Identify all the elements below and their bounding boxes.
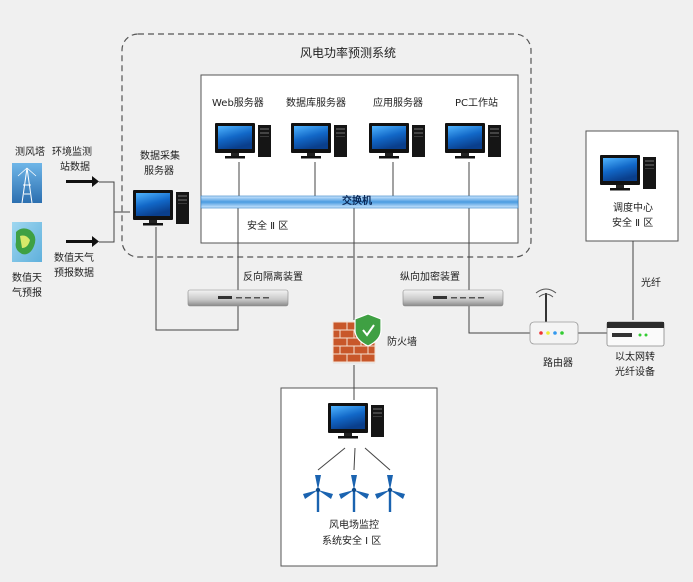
firewall-icon [332,313,382,364]
system-title: 风电功率预测系统 [300,46,397,60]
weather-map-icon [12,222,42,262]
switch-bar [200,195,519,209]
collector-label-line1: 数据采集 [140,151,180,162]
weather-data-line1: 数值天气 [54,253,94,264]
weather-source-line1: 数值天 [12,273,42,284]
fiber-label: 光纤 [641,278,661,289]
farm-label-line2: 系统安全 Ⅰ 区 [322,536,382,547]
web-server-label: Web服务器 [212,98,264,109]
switch-label: 交换机 [342,196,372,207]
zone2-label: 安全 Ⅱ 区 [247,221,289,232]
vertical-encryption-device-icon [402,289,504,307]
weather-source-line2: 气预报 [12,288,42,299]
reverse-isolation-label: 反向隔离装置 [243,272,303,283]
vertical-encryption-label: 纵向加密装置 [400,272,460,283]
env-data-line2: 站数据 [60,162,90,173]
wind-tower-label: 测风塔 [15,147,45,158]
router-icon [529,288,579,345]
reverse-isolation-device-icon [187,289,289,307]
firewall-label: 防火墙 [387,337,417,348]
collector-label-line2: 服务器 [144,166,174,177]
database-server-label: 数据库服务器 [286,98,346,109]
farm-label-line1: 风电场监控 [329,520,379,531]
dispatch-center-box [585,130,679,242]
weather-data-line2: 预报数据 [54,268,94,279]
router-label: 路由器 [543,358,573,369]
prediction-system-boundary [121,33,532,258]
application-server-label: 应用服务器 [373,98,423,109]
connection-lines [99,162,634,471]
dispatch-label-line1: 调度中心 [613,203,653,214]
converter-label-line1: 以太网转 [615,352,655,363]
wind-tower-icon [12,163,42,204]
zone2-box [200,74,519,244]
fiber-converter-icon [606,321,665,347]
data-collector-server-icon [133,190,189,226]
env-data-line1: 环境监测 [52,147,92,158]
data-arrows [66,176,99,247]
pc-workstation-label: PC工作站 [455,98,499,109]
dispatch-label-line2: 安全 Ⅱ 区 [612,218,654,229]
converter-label-line2: 光纤设备 [615,367,655,378]
